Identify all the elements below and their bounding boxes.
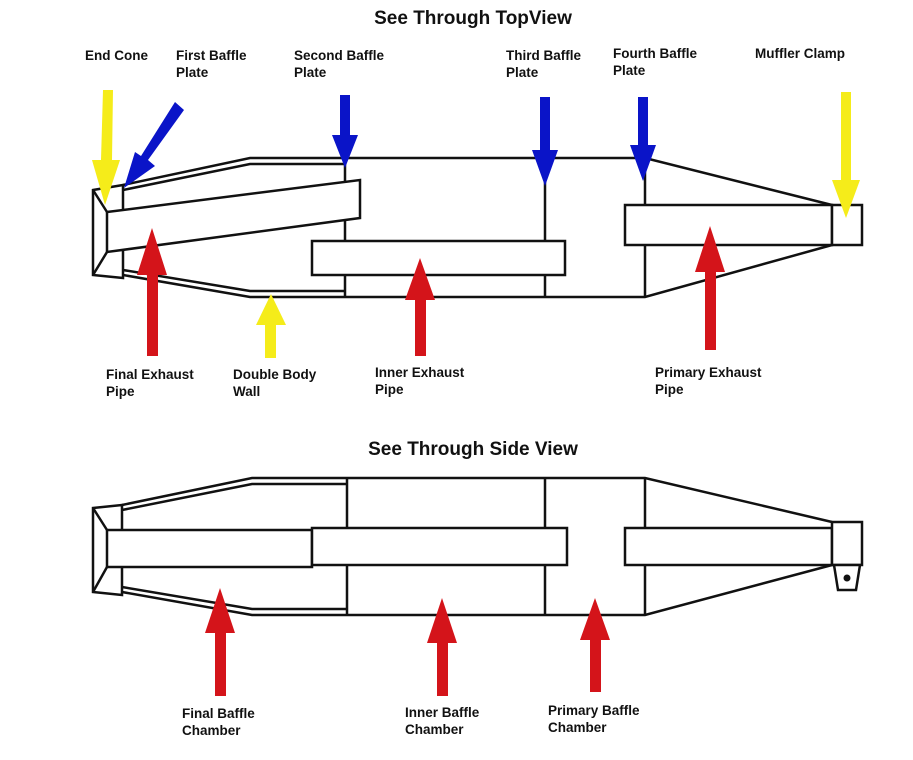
- inner-exhaust-arrow-icon: [405, 258, 435, 356]
- label-third-baffle-1: Third Baffle: [506, 48, 581, 63]
- final-exhaust-pipe: [105, 178, 362, 254]
- label-inner-chamber-2: Chamber: [405, 722, 464, 737]
- label-final-chamber-2: Chamber: [182, 723, 241, 738]
- end-cone-arrow-icon: [92, 90, 120, 205]
- fourth-baffle-arrow-icon: [630, 97, 656, 181]
- side-view-title: See Through Side View: [368, 439, 578, 460]
- label-double-body-1: Double Body: [233, 367, 317, 382]
- label-muffler-clamp: Muffler Clamp: [755, 46, 845, 61]
- label-second-baffle-2: Plate: [294, 65, 327, 80]
- clamp-bolt-hole: [843, 574, 851, 582]
- label-final-chamber-1: Final Baffle: [182, 706, 255, 721]
- side-view-labels: Final Baffle Chamber Inner Baffle Chambe…: [182, 703, 640, 738]
- label-inner-exhaust-2: Pipe: [375, 382, 404, 397]
- top-view-arrows: [92, 90, 860, 358]
- label-double-body-2: Wall: [233, 384, 260, 399]
- label-first-baffle-2: Plate: [176, 65, 209, 80]
- label-final-exhaust-2: Pipe: [106, 384, 135, 399]
- label-end-cone: End Cone: [85, 48, 148, 63]
- label-fourth-baffle-2: Plate: [613, 63, 646, 78]
- label-fourth-baffle-1: Fourth Baffle: [613, 46, 697, 61]
- label-final-exhaust-1: Final Exhaust: [106, 367, 194, 382]
- label-primary-exhaust-1: Primary Exhaust: [655, 365, 762, 380]
- inner-exhaust-pipe: [310, 239, 567, 277]
- third-baffle-arrow-icon: [532, 97, 558, 186]
- label-primary-exhaust-2: Pipe: [655, 382, 684, 397]
- top-view-title: See Through TopView: [374, 8, 572, 29]
- top-view-labels: End Cone First Baffle Plate Second Baffl…: [85, 46, 845, 399]
- side-view-arrows: [205, 588, 610, 696]
- label-inner-chamber-1: Inner Baffle: [405, 705, 480, 720]
- label-third-baffle-2: Plate: [506, 65, 539, 80]
- primary-exhaust-arrow-icon: [695, 226, 725, 350]
- second-baffle-arrow-icon: [332, 95, 358, 168]
- top-view-muffler: [91, 156, 864, 299]
- primary-exhaust-pipe: [623, 203, 834, 247]
- label-primary-chamber-1: Primary Baffle: [548, 703, 640, 718]
- muffler-clamp-arrow-icon: [832, 92, 860, 218]
- first-baffle-arrow-icon: [124, 102, 184, 188]
- label-first-baffle-1: First Baffle: [176, 48, 247, 63]
- final-exhaust-pipe-side: [105, 528, 314, 569]
- label-inner-exhaust-1: Inner Exhaust: [375, 365, 465, 380]
- muffler-clamp-side: [830, 520, 864, 567]
- final-exhaust-arrow-icon: [137, 228, 167, 356]
- label-primary-chamber-2: Chamber: [548, 720, 607, 735]
- primary-exhaust-pipe-side: [623, 526, 834, 567]
- inner-chamber-arrow-icon: [427, 598, 457, 696]
- final-chamber-arrow-icon: [205, 588, 235, 696]
- double-body-arrow-icon: [256, 294, 286, 358]
- primary-chamber-arrow-icon: [580, 598, 610, 692]
- side-view-muffler: [91, 476, 864, 617]
- label-second-baffle-1: Second Baffle: [294, 48, 385, 63]
- inner-exhaust-pipe-side: [310, 526, 569, 567]
